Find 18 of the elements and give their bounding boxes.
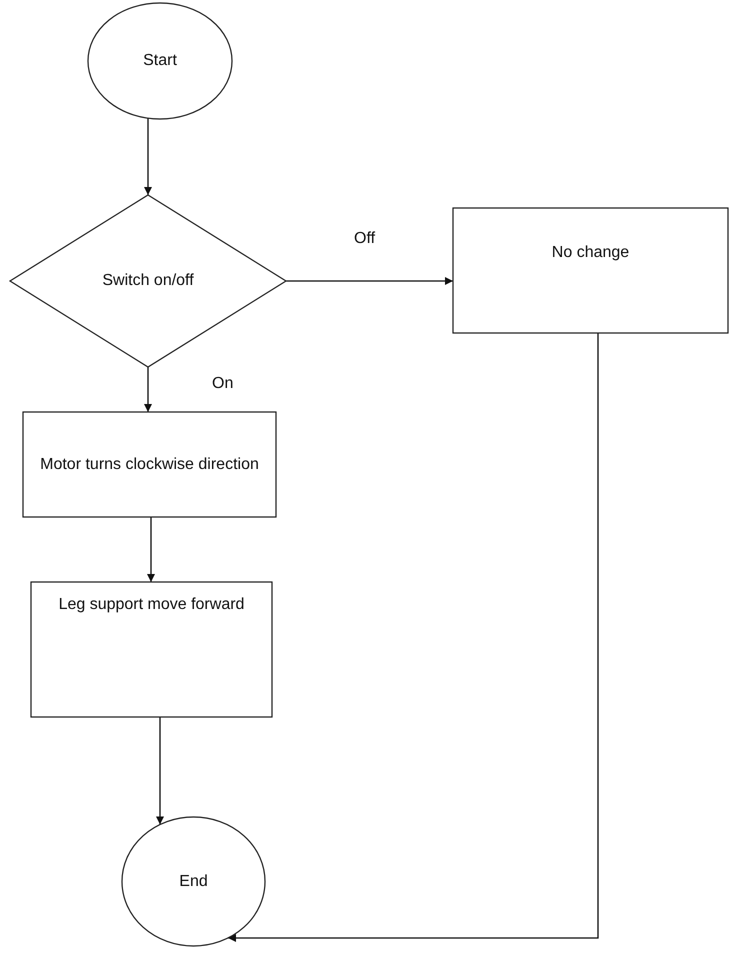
arrow xyxy=(156,717,164,824)
arrow xyxy=(144,118,152,195)
process-box xyxy=(31,582,272,717)
node-label: End xyxy=(179,872,208,892)
process-box xyxy=(453,208,728,333)
arrow xyxy=(147,517,155,582)
decision-diamond xyxy=(10,195,286,367)
node-label: Leg support move forward xyxy=(58,595,244,615)
node-label: No change xyxy=(552,243,630,263)
end-terminal xyxy=(122,817,265,946)
arrow xyxy=(144,367,152,412)
node-label: Switch on/off xyxy=(102,271,194,291)
start-terminal xyxy=(88,3,232,119)
node-label: Motor turns clockwise direction xyxy=(40,454,259,474)
arrow xyxy=(228,333,599,942)
arrow xyxy=(286,277,453,285)
process-box xyxy=(23,412,276,517)
node-label: Start xyxy=(143,51,177,71)
